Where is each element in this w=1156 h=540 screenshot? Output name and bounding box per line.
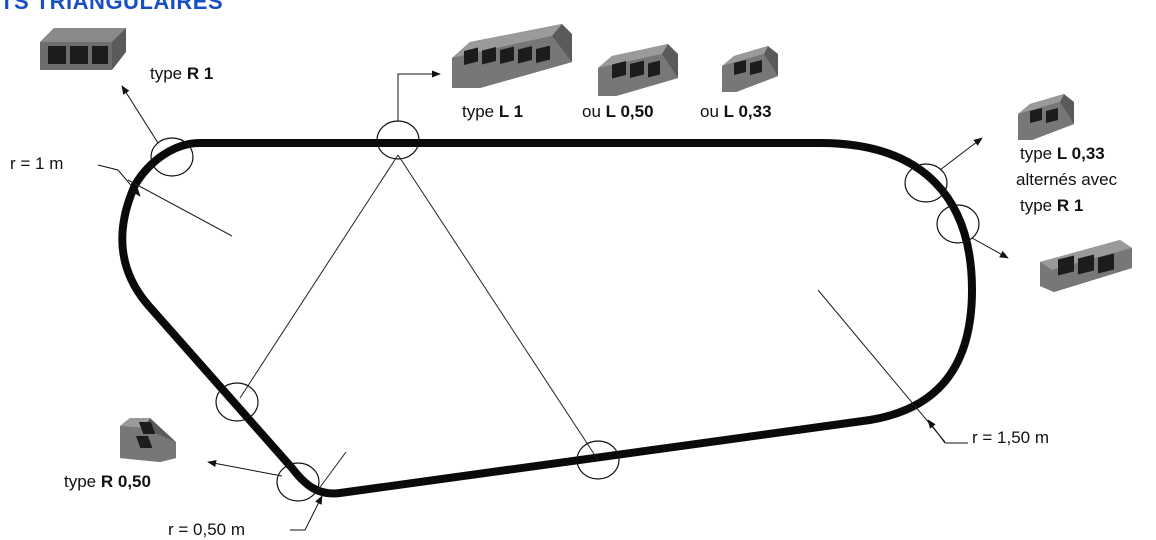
label-right-line1: type L 0,33 <box>1020 144 1105 164</box>
label-right-line1-code: L 0,33 <box>1056 144 1105 163</box>
label-type-r050-prefix: type <box>64 472 101 491</box>
arrow-r1-left <box>121 85 159 144</box>
label-type-r050: type R 0,50 <box>64 472 151 492</box>
console-r050-icon <box>120 418 176 462</box>
label-ou-l050-prefix: ou <box>582 102 606 121</box>
console-r1-icon <box>40 28 126 70</box>
leader-150m <box>927 419 968 444</box>
label-type-r1-left-code: R 1 <box>186 64 214 83</box>
track-outline <box>118 139 976 498</box>
label-right-line1-prefix: type <box>1020 144 1057 163</box>
console-l033-right-icon <box>1018 94 1074 140</box>
console-l050-icon <box>598 44 678 96</box>
label-ou-l033: ou L 0,33 <box>700 102 772 122</box>
node-circle-bottom <box>576 440 620 480</box>
label-ou-l050-code: L 0,50 <box>605 102 654 121</box>
label-right-line3: type R 1 <box>1020 196 1083 216</box>
triangle-line-right <box>397 154 599 461</box>
node-circle-bottom-left <box>276 462 320 502</box>
triangle-line-left <box>239 154 399 399</box>
radius-line-150m <box>817 289 946 443</box>
label-right-line3-code: R 1 <box>1056 196 1084 215</box>
arrow-l033-right <box>939 137 983 171</box>
node-circle-left <box>215 382 259 422</box>
label-type-r1-left: type R 1 <box>150 64 213 84</box>
radius-line-1m <box>127 179 233 237</box>
label-type-l1-prefix: type <box>462 102 499 121</box>
node-circle-right-upper <box>904 163 948 203</box>
label-type-r1-left-prefix: type <box>150 64 187 83</box>
label-right-line2-text: alternés avec <box>1016 170 1118 189</box>
label-ou-l033-code: L 0,33 <box>723 102 772 121</box>
label-type-r050-code: R 0,50 <box>100 472 151 491</box>
radius-line-050m <box>317 451 347 491</box>
console-l033-icon <box>722 46 778 92</box>
label-radius-050m: r = 0,50 m <box>168 520 246 539</box>
console-r1-right-icon <box>1040 240 1132 292</box>
page-title: TS TRIANGULAIRES <box>0 0 224 14</box>
arrow-l1 <box>397 70 441 121</box>
arrow-r1-right <box>971 237 1009 259</box>
label-type-l1-code: L 1 <box>498 102 524 121</box>
node-circle-top-left <box>150 137 194 177</box>
label-ou-l033-prefix: ou <box>700 102 724 121</box>
leader-050m <box>290 495 323 531</box>
leader-1m <box>97 164 141 197</box>
label-right-line3-prefix: type <box>1020 196 1057 215</box>
label-radius-150m: r = 1,50 m <box>972 428 1050 447</box>
label-ou-l050: ou L 0,50 <box>582 102 654 122</box>
node-circle-right-lower <box>936 204 980 244</box>
label-radius-1m: r = 1 m <box>10 154 64 173</box>
label-right-line2: alternés avec <box>1016 170 1117 190</box>
arrow-r050 <box>207 459 283 477</box>
console-l1-icon <box>452 24 572 88</box>
label-type-l1: type L 1 <box>462 102 523 122</box>
